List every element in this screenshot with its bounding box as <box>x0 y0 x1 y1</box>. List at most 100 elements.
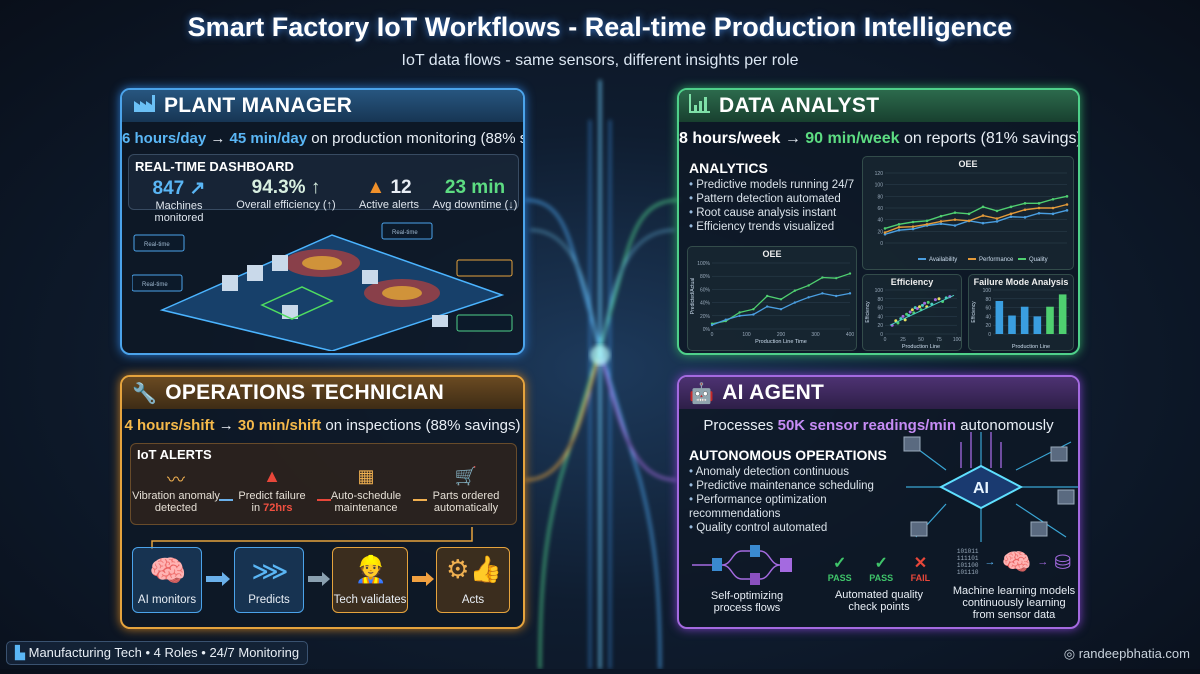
check-pass: PASS <box>827 573 852 583</box>
data-point <box>897 223 901 226</box>
binary-text: 111101 <box>956 555 979 562</box>
globe-icon: ◎ <box>1063 646 1079 661</box>
calendar-icon: ▦ <box>357 466 375 486</box>
savings-after: 30 min/shift <box>237 417 322 434</box>
cart-icon: 🛒 <box>454 466 478 486</box>
autonomous-operations: AUTONOMOUS OPERATIONS Anomaly detection … <box>689 447 894 535</box>
data-point <box>738 311 741 314</box>
data-point <box>883 231 887 234</box>
data-point <box>821 276 824 279</box>
feature-text: process flows <box>713 602 781 614</box>
savings-line: 6 hours/day → 45 min/day on production m… <box>122 130 523 147</box>
workflow-predicts: ⋙Predicts <box>234 547 304 613</box>
series-line-quality <box>884 195 1068 230</box>
x-tick-label: 50 <box>918 337 924 343</box>
bar <box>1033 316 1042 334</box>
kpi-machines: 847 ↗Machines monitored <box>133 177 225 224</box>
feature-text: Self-optimizing <box>710 590 784 602</box>
arrow: → <box>784 130 801 147</box>
workflow-label: Tech validates <box>333 594 407 606</box>
scatter-point <box>933 298 937 302</box>
technician-icon: 👷 <box>354 554 388 584</box>
wrench-icon: 🔧 <box>132 382 158 405</box>
y-tick-label: 80 <box>877 194 883 200</box>
data-point <box>995 209 999 213</box>
scatter-point <box>901 314 905 318</box>
scatter-point <box>923 301 927 305</box>
bar <box>1058 294 1067 334</box>
scatter-point <box>908 310 912 314</box>
operations-technician-panel: 🔧 OPERATIONS TECHNICIAN 4 hours/shift → … <box>120 375 525 629</box>
binary-text: 101100 <box>956 562 979 569</box>
data-point <box>1037 206 1041 210</box>
check-fail: FAIL <box>910 573 931 583</box>
y-axis-label: Efficiency <box>971 301 977 323</box>
kpi-efficiency: 94.3% ↑Overall efficiency (↑) <box>233 177 339 211</box>
data-point <box>1023 208 1027 212</box>
data-point <box>1065 203 1069 206</box>
operations-technician-header: 🔧 OPERATIONS TECHNICIAN <box>122 377 523 409</box>
step-text: Vibration anomaly <box>132 490 220 502</box>
series-line-performance <box>884 203 1068 234</box>
robot-icon: 🤖 <box>689 382 715 405</box>
data-point <box>848 292 852 295</box>
data-point <box>1009 215 1013 219</box>
scatter-point <box>918 305 922 309</box>
data-point <box>911 220 915 224</box>
trend-line <box>889 294 955 326</box>
bullet: Anomaly detection continuous <box>689 465 894 479</box>
workflow-acts: ⚙👍Acts <box>436 547 510 613</box>
sensor-label: Real-time <box>142 282 168 288</box>
step-text: Predict failure <box>238 490 306 502</box>
legend-label: Availability <box>929 257 957 263</box>
data-point <box>807 296 810 299</box>
data-point <box>925 223 929 226</box>
data-point <box>981 214 985 217</box>
data-analyst-header: DATA ANALYST <box>679 90 1078 122</box>
y-tick-label: 100 <box>875 183 884 189</box>
step-text: Parts ordered <box>432 490 500 502</box>
y-tick-label: 60 <box>877 206 883 212</box>
y-tick-label: 100% <box>697 261 710 267</box>
scatter-point <box>905 312 909 316</box>
sensor-label: Real-time <box>144 242 170 248</box>
data-point <box>724 318 727 321</box>
data-point <box>911 227 915 231</box>
savings-after: 90 min/week <box>805 130 900 147</box>
alert-flow-arrows <box>219 499 427 501</box>
panel-title: PLANT MANAGER <box>164 94 353 117</box>
workflow-label: Acts <box>461 594 485 606</box>
kpi-value: 23 min <box>444 177 506 198</box>
factory-icon: ▙ <box>15 645 29 660</box>
feature-text: Machine learning models <box>952 585 1076 597</box>
x-tick-label: 100 <box>953 337 962 343</box>
step-text: automatically <box>433 502 499 514</box>
processes-prefix: Processes <box>703 417 774 434</box>
x-tick-label: 200 <box>777 332 786 338</box>
x-tick-label: 0 <box>711 332 714 338</box>
bullet: Predictive models running 24/7 <box>689 178 854 192</box>
ai-chip-illustration: AI <box>886 432 1078 542</box>
data-point <box>793 289 796 292</box>
savings-before: 6 hours/day <box>122 130 207 147</box>
ai-agent-header: 🤖 AI AGENT <box>679 377 1078 409</box>
x-tick-label: 100 <box>742 332 751 338</box>
x-tick-label: 400 <box>846 332 855 338</box>
process-flow-icon <box>692 545 792 585</box>
data-point <box>925 219 929 223</box>
savings-line: 4 hours/shift → 30 min/shift on inspecti… <box>122 417 523 434</box>
y-tick-label: 40 <box>877 218 883 224</box>
savings-before: 4 hours/shift <box>124 417 215 434</box>
data-point <box>1051 197 1055 201</box>
y-tick-label: 40 <box>985 314 991 320</box>
bullet: Efficiency trends visualized <box>689 220 854 234</box>
workflow-label: Predicts <box>248 594 290 606</box>
workflow-tech-validates: 👷 Tech validates <box>332 547 408 613</box>
footer-credit: ◎ randeepbhatia.com <box>1064 646 1190 662</box>
